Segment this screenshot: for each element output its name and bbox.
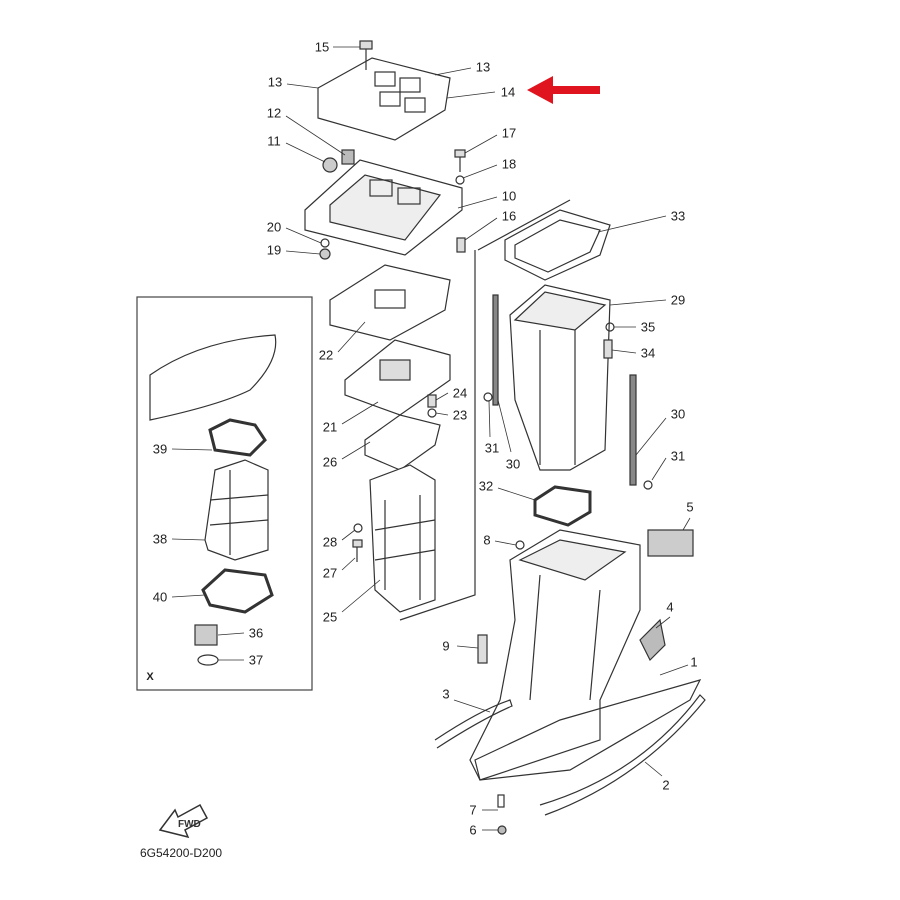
callout-25: 25 [322, 609, 338, 625]
callout-32: 32 [478, 478, 494, 494]
svg-text:FWD: FWD [178, 819, 201, 830]
exhaust-38 [204, 459, 269, 561]
bolt-34 [603, 339, 613, 359]
callout-27: 27 [322, 565, 338, 581]
washer-20 [320, 238, 330, 248]
pin-31a [483, 392, 493, 402]
callout-30: 30 [505, 456, 521, 472]
part-12 [341, 149, 355, 165]
nut-19 [319, 248, 331, 260]
plate-5 [647, 529, 694, 557]
bolt-15 [359, 40, 373, 70]
washer-23 [427, 408, 437, 418]
callout-21: 21 [322, 419, 338, 435]
callout-20: 20 [266, 219, 282, 235]
callout-6: 6 [469, 822, 477, 838]
callout-3: 3 [442, 686, 450, 702]
callout-9: 9 [442, 638, 450, 654]
callout-19: 19 [266, 242, 282, 258]
screw-7 [497, 794, 505, 808]
callout-39: 39 [152, 441, 168, 457]
callout-31: 31 [670, 448, 686, 464]
callout-18: 18 [501, 156, 517, 172]
callout-4: 4 [666, 599, 674, 615]
callout-37: 37 [248, 652, 264, 668]
upper-casing-1 [469, 529, 702, 781]
exhaust-guide-25 [369, 464, 436, 613]
part-4 [639, 618, 666, 662]
bolt-9 [477, 634, 488, 664]
callout-13: 13 [267, 74, 283, 90]
seal-2 [539, 694, 706, 816]
callout-22: 22 [318, 347, 334, 363]
callout-30: 30 [670, 406, 686, 422]
callout-12: 12 [266, 105, 282, 121]
callout-38: 38 [152, 531, 168, 547]
gasket-14 [317, 57, 451, 141]
callout-29: 29 [670, 292, 686, 308]
inset-frame [136, 296, 313, 691]
bolt-27 [352, 539, 363, 562]
callout-36: 36 [248, 625, 264, 641]
washer-28 [353, 523, 363, 533]
callout-23: 23 [452, 407, 468, 423]
bolt-24 [427, 394, 437, 408]
callout-7: 7 [469, 802, 477, 818]
callout-8: 8 [483, 532, 491, 548]
gasket-33 [504, 209, 611, 281]
callout-10: 10 [501, 188, 517, 204]
callout-33: 33 [670, 208, 686, 224]
callout-17: 17 [501, 125, 517, 141]
seal-30a [492, 294, 499, 406]
bolt-17 [454, 149, 466, 172]
fwd-arrow-icon: FWD [158, 803, 209, 839]
pin-8 [515, 540, 525, 550]
bearing-36 [194, 624, 218, 646]
callout-2: 2 [662, 777, 670, 793]
callout-11: 11 [267, 133, 281, 149]
callout-14: 14 [500, 84, 516, 100]
leader-lines [171, 46, 691, 831]
pin-31b [643, 480, 653, 490]
callout-28: 28 [322, 534, 338, 550]
highlight-arrow-icon [527, 76, 600, 104]
muffler-29 [509, 284, 611, 471]
nut-6 [497, 825, 507, 835]
gasket-39 [208, 418, 267, 457]
callout-5: 5 [686, 499, 694, 515]
gasket-22 [329, 264, 451, 341]
gasket-40 [201, 568, 274, 614]
clip-37 [197, 654, 219, 666]
diagram-code: 6G54200-D200 [140, 846, 223, 860]
callout-1: 1 [690, 654, 698, 670]
washer-18 [455, 175, 465, 185]
mount-plate-10 [304, 159, 463, 256]
callout-26: 26 [322, 454, 338, 470]
callout-24: 24 [452, 385, 468, 401]
callout-15: 15 [314, 39, 330, 55]
bolt-16 [456, 237, 466, 253]
callout-31: 31 [484, 440, 500, 456]
gasket-32 [533, 485, 592, 527]
seal-30b [629, 374, 637, 486]
inset-label: X [146, 671, 154, 683]
callout-35: 35 [640, 319, 656, 335]
callout-16: 16 [501, 208, 517, 224]
plate-21 [344, 339, 451, 416]
callout-40: 40 [152, 589, 168, 605]
callout-34: 34 [640, 345, 656, 361]
gasket-26 [364, 414, 441, 471]
part-11 [322, 157, 338, 173]
callout-13: 13 [475, 59, 491, 75]
seal-3 [434, 699, 513, 749]
